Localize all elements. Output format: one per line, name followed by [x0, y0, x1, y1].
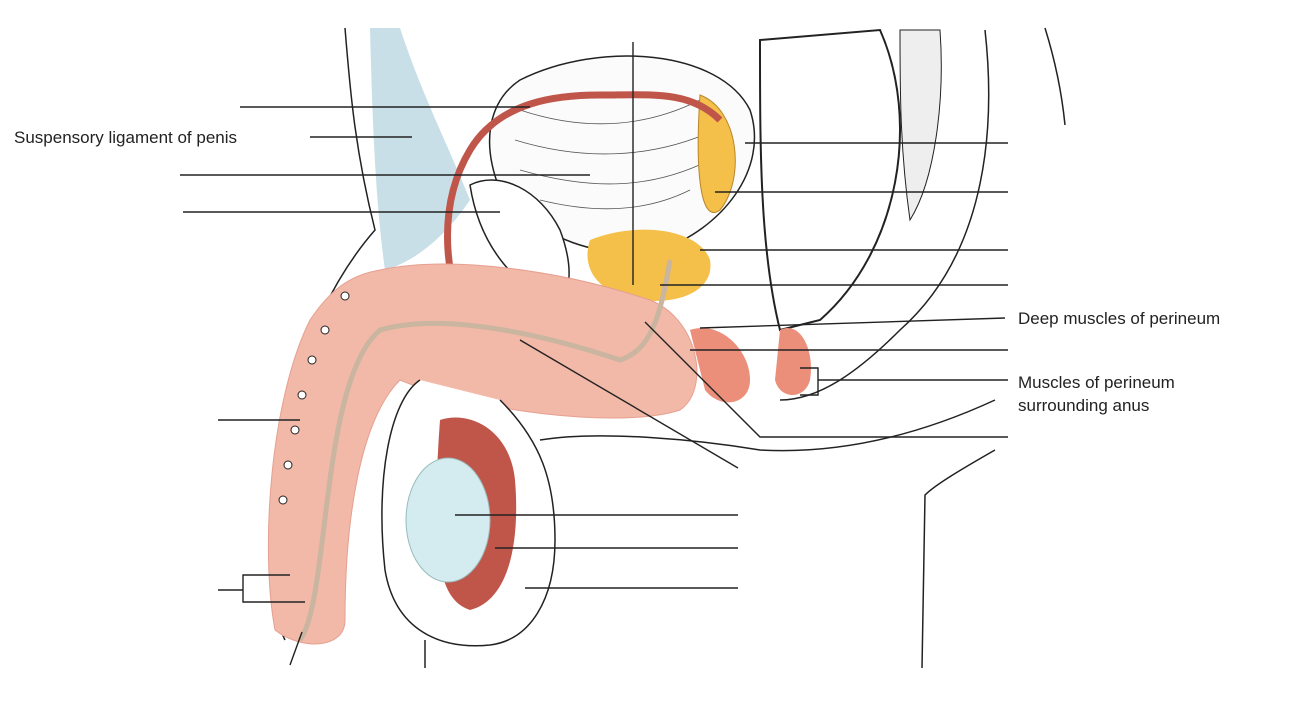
penis-shape — [267, 263, 698, 645]
sacrum-shape — [899, 29, 942, 222]
label-suspensory-ligament: Suspensory ligament of penis — [14, 128, 238, 147]
skin-circles — [278, 291, 350, 505]
testis-shape — [405, 457, 491, 583]
label-muscles-surrounding-anus-2: surrounding anus — [1018, 396, 1150, 415]
leader-lines — [180, 42, 1008, 666]
suspensory-ligament-shape — [370, 28, 470, 270]
label-muscles-surrounding-anus-1: Muscles of perineum — [1018, 373, 1175, 392]
prostate-shape — [587, 229, 711, 301]
urethra-shape — [297, 259, 673, 642]
deep-perineal-muscle-shape — [690, 328, 750, 403]
seminal-vesicle-shape — [697, 94, 736, 213]
anal-muscle-shape — [775, 328, 811, 395]
bladder-muscle-texture — [514, 99, 716, 210]
label-deep-muscles-perineum: Deep muscles of perineum — [1018, 309, 1221, 328]
